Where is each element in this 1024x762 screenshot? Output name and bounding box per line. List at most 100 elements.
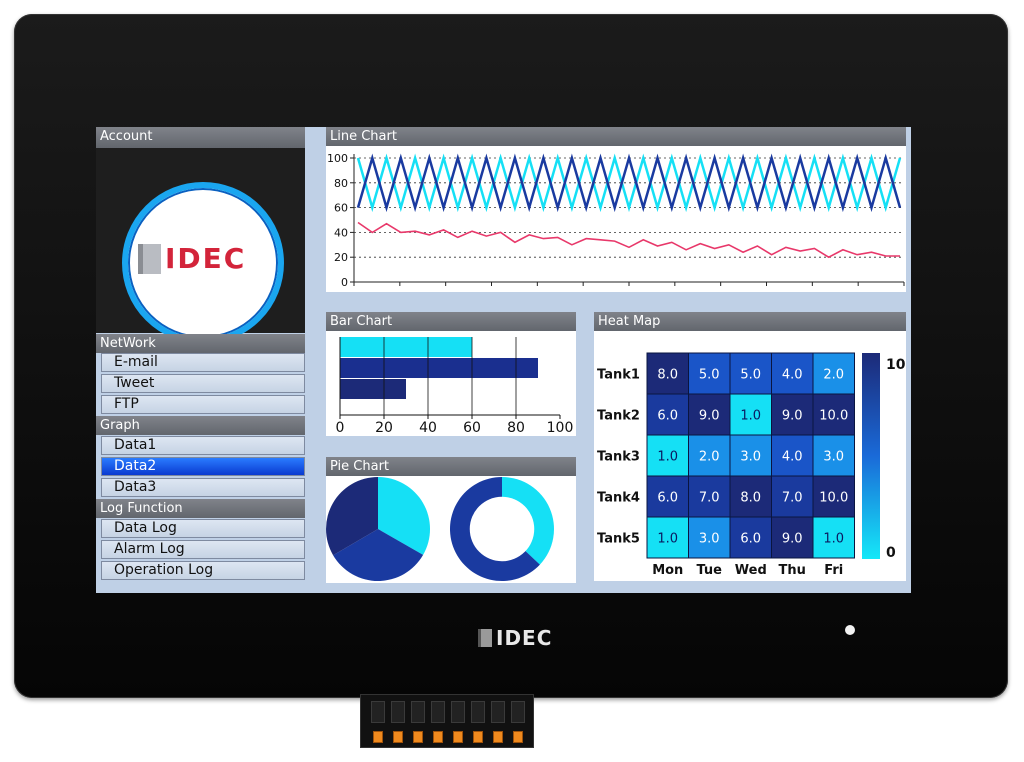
- connector-pin: [373, 731, 383, 743]
- heat-cell-value: 8.0: [740, 491, 761, 506]
- line-series-3: [357, 221, 900, 259]
- y-tick-label: 60: [334, 202, 348, 215]
- nav-item-data1[interactable]: Data1: [101, 436, 305, 455]
- connector-pin: [513, 731, 523, 743]
- nav-item-ftp[interactable]: FTP: [101, 395, 305, 414]
- heat-cell-value: 7.0: [699, 491, 720, 506]
- graph-header: Graph: [96, 416, 305, 435]
- log-function-header: Log Function: [96, 499, 305, 518]
- connector-slot: [391, 701, 405, 723]
- heat-cell: [688, 475, 731, 518]
- heat-cell-value: 9.0: [782, 409, 803, 424]
- heat-row-label: Tank3: [597, 450, 640, 465]
- colorbar-min-label: 0: [886, 545, 896, 561]
- heat-cell-value: 10.0: [819, 409, 848, 424]
- heat-cell-value: 5.0: [740, 368, 761, 383]
- heat-cell-value: 8.0: [657, 368, 678, 383]
- bar-2: [340, 358, 538, 378]
- connector-slot: [451, 701, 465, 723]
- terminal-connector: [360, 694, 534, 748]
- account-logo: IDEC: [138, 242, 246, 275]
- bar-3: [340, 379, 406, 399]
- x-tick-label: 20: [375, 420, 393, 436]
- heat-col-label: Mon: [652, 563, 683, 578]
- connector-slot: [411, 701, 425, 723]
- heat-map-header: Heat Map: [594, 312, 906, 331]
- donut-hole: [469, 496, 535, 562]
- pie-slice-3: [326, 477, 378, 556]
- heat-cell: [771, 434, 814, 477]
- brand-mark-icon: [478, 629, 492, 647]
- line-chart-panel: 0 20 40 60 80 100: [326, 146, 906, 292]
- pie-chart: [326, 477, 554, 581]
- heat-cell: [812, 434, 855, 477]
- y-tick-label: 80: [334, 177, 348, 190]
- heat-cell: [646, 352, 689, 395]
- y-tick-label: 20: [334, 251, 348, 264]
- nav-item-email[interactable]: E-mail: [101, 353, 305, 372]
- heat-row-label: Tank2: [597, 409, 640, 424]
- y-tick-label: 40: [334, 226, 348, 239]
- nav-item-data3[interactable]: Data3: [101, 478, 305, 497]
- heat-row-label: Tank1: [597, 368, 640, 383]
- connector-pin: [453, 731, 463, 743]
- heat-cell-value: 3.0: [823, 450, 844, 465]
- heat-cell: [729, 352, 772, 395]
- connector-pin: [473, 731, 483, 743]
- heat-cell-value: 5.0: [699, 368, 720, 383]
- heat-cell-value: 6.0: [657, 409, 678, 424]
- x-tick-label: 80: [507, 420, 525, 436]
- heat-row-label: Tank4: [597, 491, 640, 506]
- nav-item-alarm-log[interactable]: Alarm Log: [101, 540, 305, 559]
- y-tick-label: 0: [341, 276, 348, 289]
- nav-item-operation-log[interactable]: Operation Log: [101, 561, 305, 580]
- account-logo-panel: IDEC: [96, 148, 305, 344]
- heat-cell-value: 9.0: [782, 532, 803, 547]
- pie-chart-panel: [326, 476, 576, 583]
- pie-slice-2: [333, 529, 424, 581]
- heat-cell-value: 2.0: [823, 368, 844, 383]
- account-logo-text: IDEC: [165, 242, 247, 275]
- connector-pin: [413, 731, 423, 743]
- x-tick-label: 0: [336, 420, 345, 436]
- heat-cell-value: 1.0: [657, 532, 678, 547]
- nav-item-data-log[interactable]: Data Log: [101, 519, 305, 538]
- heat-cell: [646, 475, 689, 518]
- heat-cell-value: 4.0: [782, 368, 803, 383]
- pie-slice-1: [378, 477, 431, 555]
- bar-1: [340, 337, 472, 357]
- heat-cell: [688, 352, 731, 395]
- heat-col-label: Wed: [735, 563, 767, 578]
- network-header: NetWork: [96, 334, 305, 353]
- heat-cell-value: 1.0: [657, 450, 678, 465]
- bar-chart-header: Bar Chart: [326, 312, 576, 331]
- heat-cell-value: 7.0: [782, 491, 803, 506]
- heat-cell: [729, 516, 772, 559]
- heat-cell-value: 4.0: [782, 450, 803, 465]
- heat-cell-value: 3.0: [740, 450, 761, 465]
- connector-slot: [471, 701, 485, 723]
- heat-col-label: Fri: [824, 563, 843, 578]
- nav-item-data2[interactable]: Data2: [101, 457, 305, 476]
- x-tick-label: 40: [419, 420, 437, 436]
- heat-cell-value: 9.0: [699, 409, 720, 424]
- nav-item-tweet[interactable]: Tweet: [101, 374, 305, 393]
- line-series-2: [356, 153, 902, 213]
- heat-cell: [812, 516, 855, 559]
- heat-cell-value: 1.0: [740, 409, 761, 424]
- heat-cell: [771, 516, 814, 559]
- connector-pin: [493, 731, 503, 743]
- x-tick-label: 100: [547, 420, 574, 436]
- connector-pin: [393, 731, 403, 743]
- pie-chart-header: Pie Chart: [326, 457, 576, 476]
- y-tick-label: 100: [327, 152, 348, 165]
- heat-cell: [729, 475, 772, 518]
- heat-col-label: Tue: [696, 563, 722, 578]
- colorbar-max-label: 10: [886, 357, 906, 373]
- connector-pin: [433, 731, 443, 743]
- connector-slot: [431, 701, 445, 723]
